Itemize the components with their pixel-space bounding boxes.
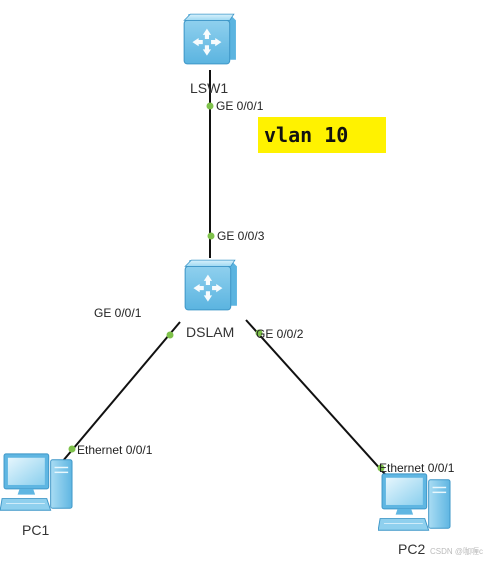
port-dot-lsw1-ge001[interactable]: [206, 102, 214, 110]
port-dot-pc2-eth001[interactable]: [377, 464, 385, 472]
port-dot-pc1-eth001[interactable]: [68, 445, 76, 453]
port-labels-layer: GE 0/0/1 GE 0/0/3 GE 0/0/1 GE 0/0/2 Ethe…: [77, 99, 455, 475]
port-dot-dslam-ge003[interactable]: [207, 232, 215, 240]
port-dots-layer: [68, 102, 385, 472]
port-label-pc2-eth: Ethernet 0/0/1: [379, 461, 455, 475]
link-dslam-pc1[interactable]: [61, 321, 181, 463]
vlan-label: vlan 10: [264, 123, 348, 147]
port-label-dslam-up: GE 0/0/3: [217, 229, 265, 243]
switch-icon: [184, 259, 238, 311]
pc-icon: [0, 453, 73, 511]
port-label-dslam-left: GE 0/0/1: [94, 306, 142, 320]
device-label-pc1: PC1: [22, 522, 49, 538]
vlan-highlight-box: [258, 117, 386, 153]
device-pc2[interactable]: PC2: [378, 473, 451, 557]
switch-icon: [183, 13, 237, 65]
port-dot-dslam-ge001[interactable]: [166, 331, 174, 339]
port-label-lsw1-down: GE 0/0/1: [216, 99, 264, 113]
pc-icon: [378, 473, 451, 531]
port-dot-dslam-ge002[interactable]: [255, 329, 263, 337]
device-label-pc2: PC2: [398, 541, 425, 557]
port-label-pc1-eth: Ethernet 0/0/1: [77, 443, 153, 457]
device-lsw1[interactable]: LSW1: [183, 13, 237, 96]
device-dslam[interactable]: DSLAM: [184, 259, 238, 340]
links-layer: [61, 70, 393, 483]
vlan-annotation: vlan 10: [258, 117, 386, 153]
link-dslam-pc2[interactable]: [245, 319, 393, 483]
watermark: CSDN @咖喱c: [430, 546, 483, 556]
device-label-dslam: DSLAM: [186, 324, 234, 340]
port-label-dslam-right: GE 0/0/2: [256, 327, 304, 341]
device-label-lsw1: LSW1: [190, 80, 228, 96]
device-pc1[interactable]: PC1: [0, 453, 73, 538]
